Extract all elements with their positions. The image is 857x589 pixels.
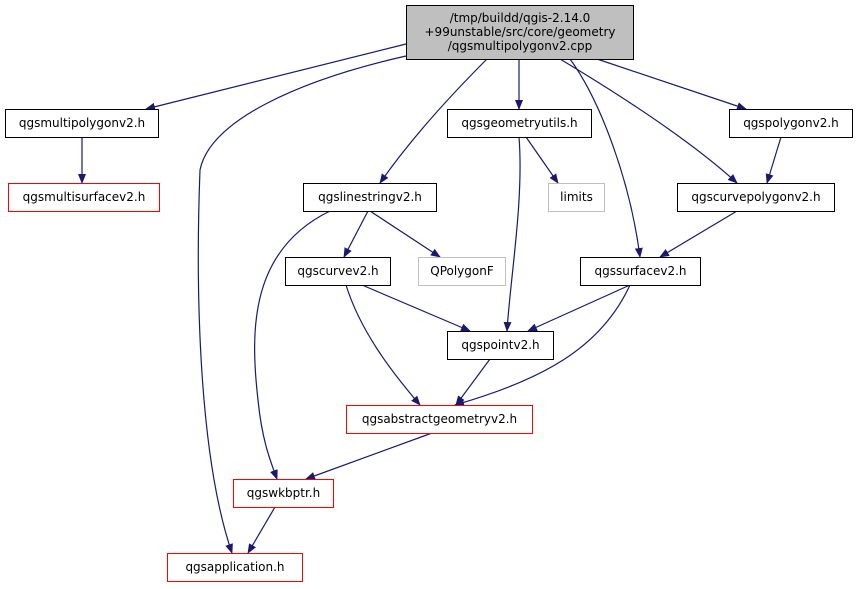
node-limits: limits: [548, 183, 605, 212]
edges-layer: [78, 43, 782, 554]
edge-curve-to-abstractgeometry: [345, 284, 421, 406]
node-box-multisurface: [8, 183, 160, 212]
node-box-linestring: [303, 183, 437, 212]
node-box-curve: [285, 257, 391, 286]
edge-root-to-linestring: [379, 58, 488, 184]
node-box-root: [406, 5, 634, 60]
edge-root-to-polygon: [596, 58, 747, 110]
node-box-application: [167, 553, 303, 582]
edge-surface-to-point: [527, 284, 631, 332]
edge-linestring-to-qpolygonf: [369, 210, 441, 258]
node-label-root-line-2: +99unstable/src/core/geometry: [425, 25, 616, 39]
edge-root-to-multipolygon: [145, 43, 407, 111]
edge-surface-to-abstractgeometry: [454, 284, 631, 407]
node-label-geometryutils: qgsgeometryutils.h: [461, 116, 577, 130]
edge-wkbptr-to-application: [247, 506, 276, 554]
edge-polygon-to-curvepolygon: [765, 136, 782, 184]
edge-linestring-to-curve: [343, 210, 369, 258]
node-box-abstractgeometry: [346, 405, 533, 434]
node-label-root-line-1: /tmp/buildd/qgis-2.14.0: [450, 11, 591, 25]
node-curvepolygon[interactable]: qgscurvepolygonv2.h: [677, 183, 835, 212]
edge-geometryutils-to-point: [503, 136, 521, 332]
node-box-multipolygon: [5, 109, 159, 138]
node-box-surface: [580, 257, 701, 286]
node-multisurface[interactable]: qgsmultisurfacev2.h: [8, 183, 160, 212]
node-box-point: [447, 331, 554, 360]
node-label-root-line-3: /qgsmultipolygonv2.cpp: [448, 39, 593, 53]
node-label-qpolygonf: QPolygonF: [430, 264, 494, 278]
node-surface[interactable]: qgssurfacev2.h: [580, 257, 701, 286]
node-box-limits: [548, 183, 605, 212]
node-point[interactable]: qgspointv2.h: [447, 331, 554, 360]
node-qpolygonf: QPolygonF: [418, 257, 506, 286]
node-curve[interactable]: qgscurvev2.h: [285, 257, 391, 286]
node-label-surface: qgssurfacev2.h: [595, 264, 687, 278]
node-label-application: qgsapplication.h: [185, 560, 284, 574]
node-label-point: qgspointv2.h: [461, 338, 539, 352]
edge-linestring-to-wkbptr: [254, 210, 331, 480]
node-application[interactable]: qgsapplication.h: [167, 553, 303, 582]
edge-point-to-abstractgeometry: [455, 358, 491, 406]
node-box-geometryutils: [447, 109, 592, 138]
node-label-polygon: qgspolygonv2.h: [743, 116, 839, 130]
node-label-multipolygon: qgsmultipolygonv2.h: [19, 116, 145, 130]
edge-geometryutils-to-limits: [525, 136, 559, 184]
edge-root-to-surface: [569, 58, 643, 258]
edge-root-to-curvepolygon: [559, 58, 738, 184]
edge-curvepolygon-to-surface: [659, 210, 738, 258]
node-box-wkbptr: [233, 479, 334, 508]
node-label-limits: limits: [560, 190, 593, 204]
node-multipolygon[interactable]: qgsmultipolygonv2.h: [5, 109, 159, 138]
node-root[interactable]: /tmp/buildd/qgis-2.14.0+99unstable/src/c…: [406, 5, 634, 60]
node-box-qpolygonf: [418, 257, 506, 286]
edge-root-to-application: [197, 55, 407, 554]
edge-curve-to-point: [361, 284, 471, 332]
node-label-linestring: qgslinestringv2.h: [318, 190, 422, 204]
node-label-multisurface: qgsmultisurfacev2.h: [23, 190, 146, 204]
edge-abstractgeometry-to-wkbptr: [305, 432, 433, 480]
node-wkbptr[interactable]: qgswkbptr.h: [233, 479, 334, 508]
node-linestring[interactable]: qgslinestringv2.h: [303, 183, 437, 212]
node-box-curvepolygon: [677, 183, 835, 212]
node-label-abstractgeometry: qgsabstractgeometryv2.h: [362, 412, 517, 426]
nodes-layer: /tmp/buildd/qgis-2.14.0+99unstable/src/c…: [5, 5, 853, 582]
node-abstractgeometry[interactable]: qgsabstractgeometryv2.h: [346, 405, 533, 434]
node-label-wkbptr: qgswkbptr.h: [247, 486, 320, 500]
node-geometryutils[interactable]: qgsgeometryutils.h: [447, 109, 592, 138]
node-polygon[interactable]: qgspolygonv2.h: [729, 109, 853, 138]
node-box-polygon: [729, 109, 853, 138]
node-label-curve: qgscurvev2.h: [297, 264, 378, 278]
node-label-curvepolygon: qgscurvepolygonv2.h: [691, 190, 820, 204]
